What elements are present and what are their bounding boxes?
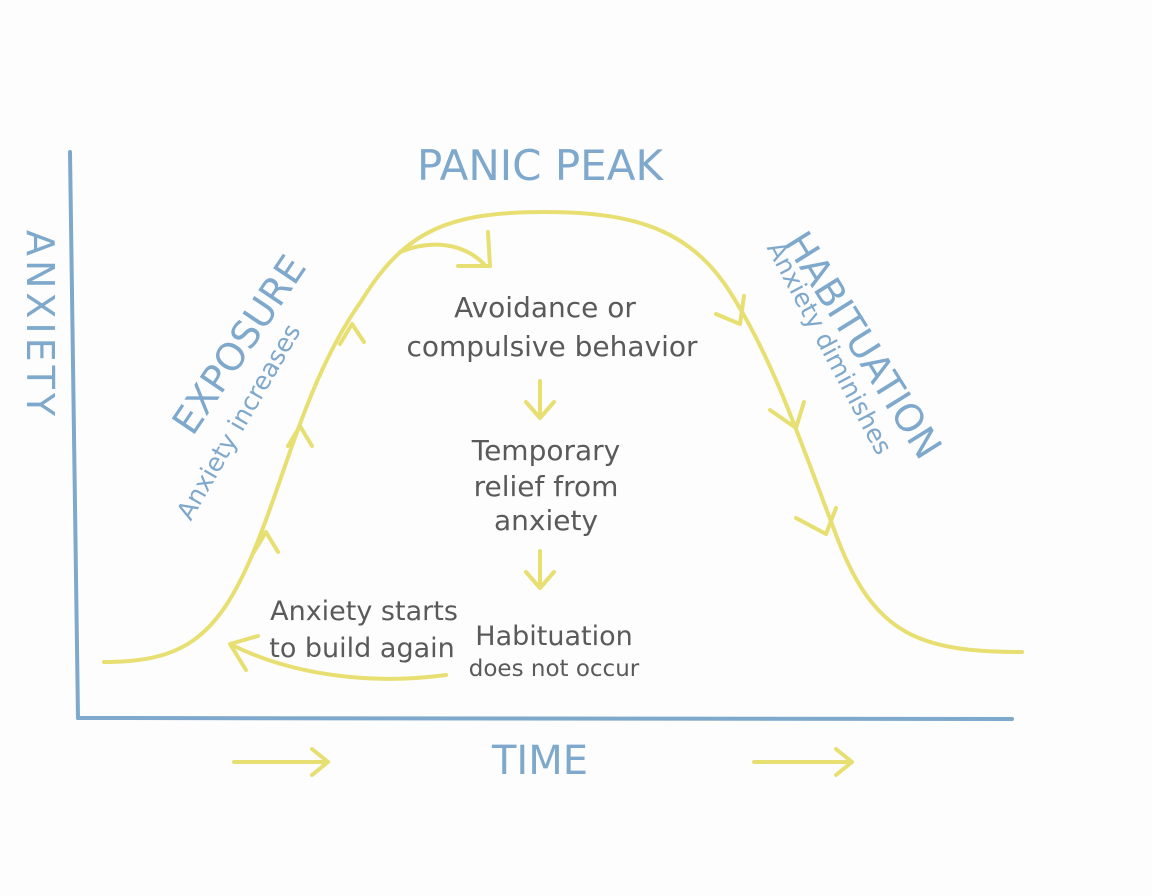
arrow-up-2 (286, 424, 314, 448)
arrow-up-1 (252, 530, 280, 554)
svg-text:to build again: to build again (269, 633, 455, 664)
arrow-down-3 (794, 506, 838, 536)
svg-text:Anxiety starts: Anxiety starts (270, 596, 458, 627)
cycle-step-avoidance: Avoidance or compulsive behavior (406, 291, 698, 363)
cycle-step-rebuild: Anxiety starts to build again (269, 596, 458, 664)
cycle-arrow-2-head (524, 570, 556, 590)
y-axis-line (68, 150, 80, 720)
x-axis-line (76, 716, 1014, 721)
cycle-arrow-1-head (524, 400, 556, 420)
rebuild-loop-arrow (228, 634, 448, 681)
svg-text:Avoidance or: Avoidance or (454, 291, 636, 324)
svg-text:Temporary: Temporary (471, 434, 621, 467)
panic-peak-label: PANIC PEAK (417, 141, 664, 190)
time-arrow-left (232, 747, 330, 777)
y-axis-label: ANXIETY (18, 230, 62, 420)
cycle-step-no-habituation: Habituation does not occur (469, 621, 640, 682)
cycle-step-relief: Temporary relief from anxiety (471, 434, 621, 537)
rising-arrows (252, 322, 366, 554)
arrow-down-2 (768, 400, 806, 430)
time-arrow-right (752, 747, 854, 777)
axes (68, 150, 1014, 721)
svg-text:relief from: relief from (474, 470, 619, 503)
svg-text:does not occur: does not occur (469, 656, 640, 682)
x-axis-label: TIME (491, 738, 588, 784)
svg-text:compulsive behavior: compulsive behavior (406, 330, 698, 363)
svg-text:anxiety: anxiety (494, 504, 598, 537)
peak-hook-arrow (398, 230, 492, 268)
arrow-up-3 (338, 322, 366, 346)
anxiety-curve (102, 209, 1024, 664)
arrow-down-1 (714, 294, 746, 326)
cycle-down-arrows (524, 379, 556, 590)
svg-text:Habituation: Habituation (475, 621, 632, 652)
falling-arrows (714, 294, 838, 536)
